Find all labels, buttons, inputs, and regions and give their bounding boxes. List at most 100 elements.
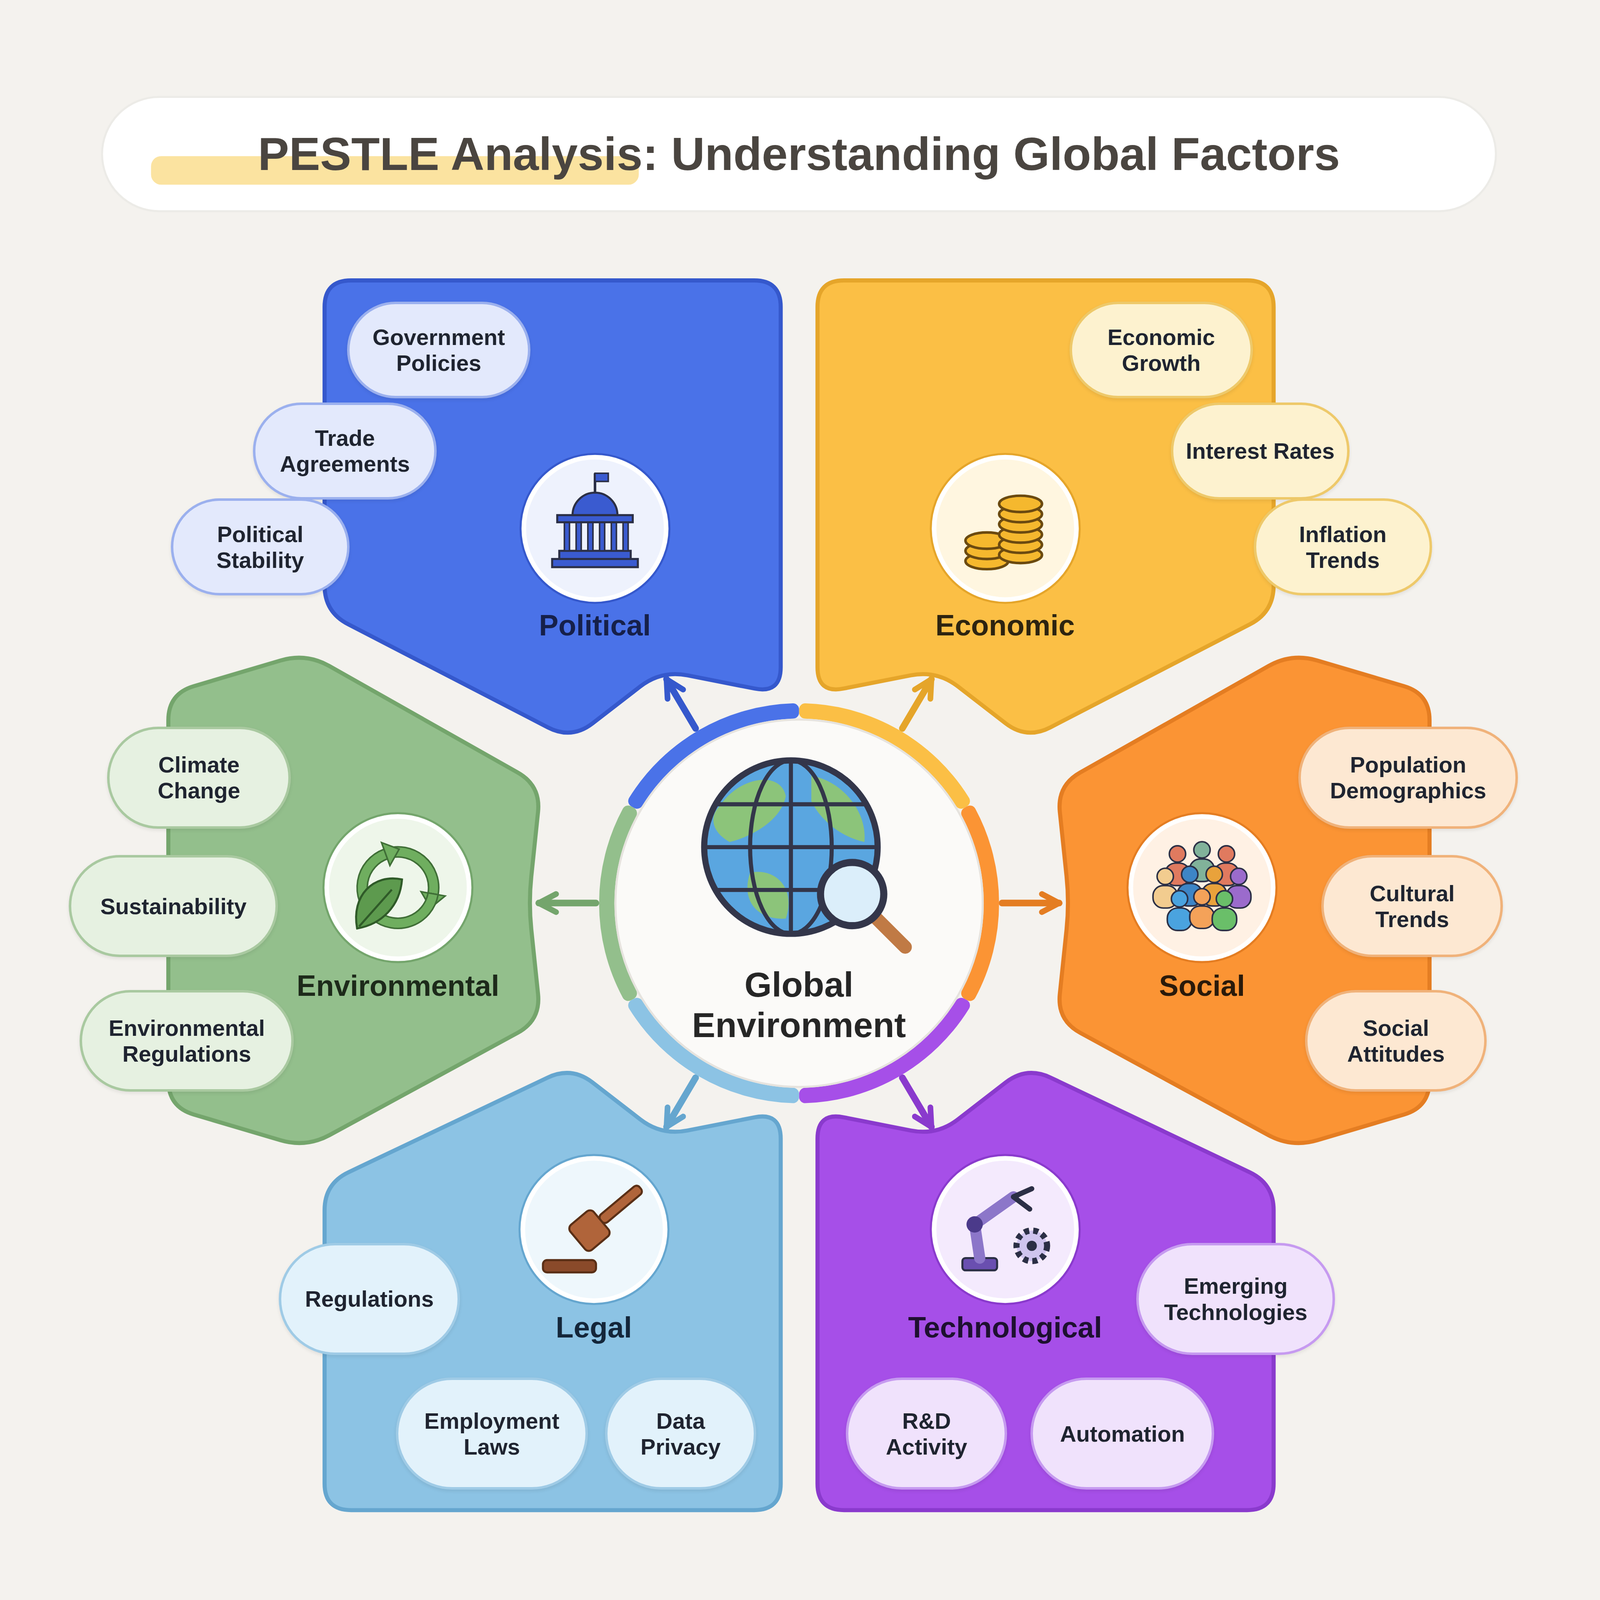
factor-pill: Emerging Technologies [1136,1242,1336,1355]
magnifier-handle [874,916,905,947]
icon-disc [1130,816,1274,960]
factor-pill: Regulations [278,1242,461,1355]
icon-capitol [520,454,670,604]
hub-circle: Global Environment [595,699,1004,1108]
arrow-connector [902,679,932,729]
gear-hub [1026,1240,1037,1251]
node-text: Economic Growth [1082,324,1240,376]
node-text: R&D Activity [859,1407,994,1460]
magnifier-lens [820,862,884,926]
hub-disc [615,719,983,1088]
factor-pill: Economic Growth [1069,301,1254,399]
capitol-dome [572,492,618,516]
factor-pill: Climate Change [107,726,291,829]
node-text: Emerging Technologies [1149,1272,1323,1325]
coin [999,495,1043,513]
globe-icon [704,760,905,947]
node-text: Government Policies [360,324,518,376]
arrow-connector [1002,899,1060,907]
capitol-column [622,522,628,552]
node-text: Regulations [305,1285,434,1312]
capitol-column [611,522,617,552]
factor-panel: PoliticalGovernment PoliciesTrade Agreem… [324,280,781,740]
node-text: Automation [1060,1420,1185,1447]
hub-outline [595,699,1004,1108]
factor-panel: EconomicEconomic GrowthInterest RatesInf… [817,280,1274,740]
icon-disc [933,1158,1077,1302]
factor-pill: Cultural Trends [1321,855,1503,958]
capitol-beam [557,515,633,523]
person-head [1157,868,1174,885]
person-head [1216,890,1233,908]
panel-shape [817,280,1274,733]
label-holder: Legal [555,1310,633,1345]
capitol-base [552,559,638,568]
arrow-connector [666,679,696,729]
person-head [1230,868,1247,885]
label-holder: Political [539,608,651,643]
person-body [1190,906,1215,929]
person-body [1212,908,1237,931]
node-text: Global Environment [692,965,906,1046]
flag [595,473,609,482]
node-text: Social [1159,968,1245,1003]
label-holder: Environmental [296,968,500,1003]
node-text: Trade Agreements [266,425,424,477]
title-holder: PESTLE Analysis: Understanding Global Fa… [102,97,1496,212]
gavel-head [567,1208,612,1253]
label-holder: Economic [935,608,1075,643]
icon-ring [520,454,670,604]
arrow-connector [538,899,596,907]
icon-coins [930,454,1080,604]
person-head [1171,890,1188,908]
icon-disc [933,457,1077,600]
factor-pill: Population Demographics [1298,726,1518,829]
node-text: Cultural Trends [1334,880,1490,933]
factor-panel: SocialPopulation DemographicsCultural Tr… [1057,652,1430,1148]
icon-ring [323,813,473,963]
node-text: Inflation Trends [1267,521,1420,573]
node-text: Legal [555,1310,633,1345]
factor-pill: Automation [1030,1377,1215,1490]
arrow-connector [666,1077,696,1127]
capitol-column [575,522,581,552]
node-text: Environmental [296,968,500,1003]
factor-pill: Interest Rates [1170,402,1350,500]
factor-pill: Sustainability [68,855,278,958]
robot-joint [966,1216,983,1233]
meridian [788,760,793,934]
icon-ring [1127,813,1277,963]
icon-people [1127,813,1277,963]
gavel-block [542,1260,596,1273]
robot-gripper [1013,1188,1032,1210]
factor-pill: Inflation Trends [1253,498,1433,596]
node-text: Data Privacy [618,1407,743,1460]
gavel-handle [597,1184,644,1225]
node-text: Social Attitudes [1318,1015,1474,1067]
gavel [567,1175,651,1253]
person-body [1167,908,1193,931]
title-text: PESTLE Analysis: Understanding Global Fa… [257,127,1340,181]
node-text: Sustainability [100,893,247,920]
leaf [356,878,403,929]
capitol-column [599,522,605,552]
title-pill [102,97,1496,212]
node-text: Technological [908,1310,1103,1345]
node-text: Economic [935,608,1075,643]
hub-group [599,703,1000,1104]
panel-shape [324,280,781,733]
factor-pill: Data Privacy [605,1377,756,1490]
person-head [1218,845,1235,863]
factor-pill: Environmental Regulations [79,990,294,1093]
icon-disc [522,1158,666,1302]
panel-group [324,280,781,733]
factor-pill: Social Attitudes [1305,990,1487,1093]
node-text: Political [539,608,651,643]
node-text: Climate Change [120,751,278,804]
meridian [750,760,832,934]
factor-pill: Government Policies [347,301,531,399]
person-head [1193,841,1210,858]
person-head [1181,866,1198,883]
icon-disc [326,816,470,960]
